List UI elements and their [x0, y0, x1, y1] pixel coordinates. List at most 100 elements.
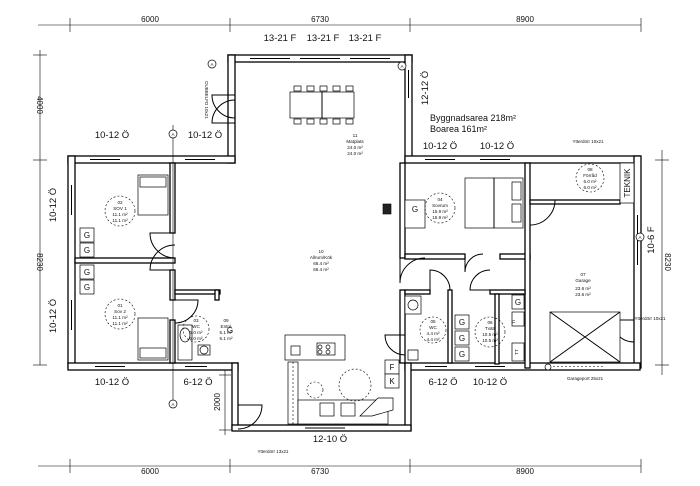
room-area: 4.4 m² — [426, 331, 439, 336]
wardrobe-sovrum — [382, 199, 426, 229]
exterior-door-label: Ytterdörr 10x21 — [572, 139, 604, 144]
window-label: 10-12 Ö — [95, 377, 129, 388]
dim-left-upper: 4000 — [35, 96, 44, 114]
wardrobes-left — [79, 227, 95, 295]
room-area: 5.0 m² — [189, 330, 202, 335]
room-area: 15.9 m² — [432, 209, 448, 214]
room-area: 5.1 m² — [219, 336, 232, 341]
wardrobe-g-label: G — [459, 318, 465, 327]
room-name: Allrum/Kök — [310, 255, 333, 260]
room-number: 04 — [437, 197, 443, 202]
garage-car-space — [549, 311, 621, 363]
axis-label: A — [171, 132, 174, 137]
wardrobe-g-label: G — [459, 350, 465, 359]
room-name: Sovrum — [432, 203, 448, 208]
freezer-k-label: K — [389, 377, 395, 386]
door-labels: DUBBELFD 10x21 Ytterdörr 10x21 Ytterdörr… — [204, 81, 666, 454]
fridge-f-label: F — [390, 363, 395, 372]
room-number: 11 — [353, 133, 358, 138]
laundry-fixtures — [454, 294, 525, 362]
room-area: 66.4 m² — [313, 267, 329, 272]
window-label: 10-12 Ö — [473, 377, 507, 388]
wardrobe-g-label: G — [459, 334, 465, 343]
room-markers — [104, 163, 605, 402]
door-swings — [149, 94, 635, 430]
room-area: 10.5 m² — [482, 338, 498, 343]
wardrobe-g-label: G — [412, 205, 418, 214]
exterior-door-label: Ytterdörr 10x21 — [634, 316, 666, 321]
dim-bottom-middle: 6730 — [311, 467, 329, 476]
room-number: 07 — [580, 272, 586, 277]
room-name: SOV 1 — [113, 206, 127, 211]
room-area: 11.1 m² — [112, 315, 128, 320]
building-area-label: Byggnadsarea 218m² — [430, 113, 516, 123]
room-area: 24.0 m² — [347, 145, 363, 150]
room-name: Sov 2 — [114, 309, 126, 314]
bed-sov2 — [137, 317, 169, 361]
wc-right-fixtures — [404, 295, 422, 361]
window-label: 10-12 Ö — [188, 130, 222, 141]
room-area: 24.0 m² — [347, 151, 363, 156]
area-summary: Byggnadsarea 218m² Boarea 161m² — [430, 113, 516, 134]
dim-top-right: 8900 — [516, 15, 534, 24]
room-area: 5.0 m² — [189, 336, 202, 341]
room-area: 66.4 m² — [313, 261, 329, 266]
double-door-label: DUBBELFD 10x21 — [204, 81, 209, 119]
wardrobe-g-label: G — [515, 298, 521, 307]
window-label: 10-12 Ö — [95, 130, 129, 141]
dim-right-main: 8230 — [663, 253, 672, 271]
room-number: 03 — [193, 318, 199, 323]
room-area: 23.6 m² — [575, 292, 591, 297]
room-area: 6.0 m² — [583, 179, 596, 184]
window-label: 13-21 F — [349, 33, 382, 44]
dim-left-main: 8230 — [35, 253, 44, 271]
window-label: 6-12 Ö — [428, 377, 457, 388]
bed-sov1 — [137, 174, 169, 216]
exterior-walls — [67, 54, 642, 432]
interior-walls — [74, 162, 621, 369]
window-label: 10-12 Ö — [423, 141, 457, 152]
wardrobe-g-label: G — [84, 283, 90, 292]
room-area: 23.6 m² — [575, 286, 591, 291]
dimension-lines — [33, 18, 669, 473]
fixture-letters: TEKNIK G G G G G G G G G G F K TT TI A A… — [84, 62, 642, 407]
dryer-tt-label: TT — [514, 349, 519, 355]
room-area: 10.5 m² — [482, 332, 498, 337]
room-number: 08 — [587, 167, 593, 172]
room-number: 02 — [117, 200, 123, 205]
kitchen-counter — [287, 359, 400, 425]
wardrobe-g-label: G — [84, 246, 90, 255]
window-label: 10-12 Ö — [48, 299, 59, 333]
double-bed — [464, 177, 524, 229]
room-area: 5.1 m² — [219, 330, 232, 335]
room-number: 01 — [117, 303, 123, 308]
dining-table — [289, 85, 355, 125]
dim-top-left: 6000 — [141, 15, 159, 24]
room-area: 6.0 m² — [583, 185, 596, 190]
axis-label: A — [400, 64, 403, 69]
room-name: Matplats — [346, 139, 364, 144]
window-label: 6-12 Ö — [183, 377, 212, 388]
room-area: 11.1 m² — [112, 218, 128, 223]
room-name: Förråd — [583, 172, 597, 178]
window-label: 10-12 Ö — [480, 141, 514, 152]
window-label: 13-21 F — [307, 33, 340, 44]
room-area: 11.1 m² — [112, 212, 128, 217]
dim-entry-depth: 2000 — [213, 393, 222, 411]
ti-label: TI — [511, 320, 516, 324]
window-label: 12-12 Ö — [420, 71, 431, 105]
window-openings — [69, 56, 640, 430]
garage-door-label: Garageport 25x21 — [567, 376, 604, 381]
dim-top-middle: 6730 — [311, 15, 329, 24]
window-label: 13-21 F — [264, 33, 297, 44]
